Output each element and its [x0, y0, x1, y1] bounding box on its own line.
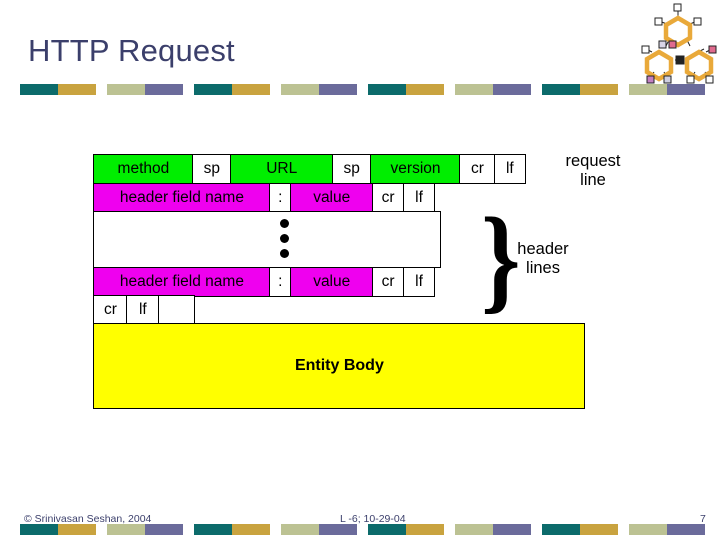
rule-segment-sage — [281, 524, 319, 535]
rule-segment-teal — [542, 84, 580, 95]
cell-sp-2: sp — [331, 154, 372, 185]
cell-header-field-name-first: header field name — [93, 182, 271, 213]
cell-cr-header-last: cr — [371, 266, 405, 297]
ellipsis-dot — [280, 219, 290, 229]
page-title: HTTP Request — [28, 33, 235, 68]
cell-sp-1: sp — [191, 154, 232, 185]
rule-segment-teal — [194, 524, 232, 535]
header-lines-annotation-line2: lines — [526, 259, 560, 277]
cell-ellipsis — [93, 211, 442, 269]
rule-group — [629, 524, 705, 535]
rule-segment-purple — [319, 84, 357, 95]
rule-segment-teal — [368, 524, 406, 535]
rule-group — [368, 84, 444, 95]
cell-cr-request: cr — [459, 154, 496, 185]
rule-segment-sage — [107, 524, 145, 535]
logo-nodes — [641, 3, 717, 84]
cell-cr-terminator: cr — [93, 295, 128, 326]
rule-segment-sage — [281, 84, 319, 95]
rule-group — [542, 84, 618, 95]
rule-segment-sage — [455, 84, 493, 95]
rule-segment-teal — [542, 524, 580, 535]
rule-segment-gold — [232, 84, 270, 95]
rule-segment-purple — [667, 84, 705, 95]
cell-lf-request: lf — [493, 154, 526, 185]
rule-segment-teal — [20, 524, 58, 535]
rule-segment-purple — [667, 524, 705, 535]
cell-version: version — [370, 154, 462, 185]
rule-group — [20, 524, 96, 535]
rule-group — [194, 524, 270, 535]
rule-segment-purple — [145, 84, 183, 95]
rule-group — [455, 84, 531, 95]
cell-lf-terminator: lf — [125, 295, 160, 326]
cell-url: URL — [230, 154, 334, 185]
rule-segment-sage — [455, 524, 493, 535]
cell-cr-header-first: cr — [371, 182, 405, 213]
rule-segment-purple — [319, 524, 357, 535]
rule-segment-gold — [232, 524, 270, 535]
rule-segment-purple — [493, 524, 531, 535]
entity-body-row: Entity Body — [93, 323, 586, 410]
vertical-ellipsis-icon — [280, 219, 290, 259]
rule-group — [629, 84, 705, 95]
logo-hex-rings — [644, 15, 714, 82]
request-line-annotation-line1: request — [565, 152, 621, 170]
rule-segment-sage — [629, 84, 667, 95]
rule-segment-gold — [58, 84, 96, 95]
rule-segment-sage — [629, 524, 667, 535]
footer-copyright: © Srinivasan Seshan, 2004 — [24, 513, 152, 525]
rule-segment-gold — [580, 84, 618, 95]
ellipsis-dot — [280, 249, 290, 259]
rule-segment-purple — [145, 524, 183, 535]
decorative-rule-bottom — [20, 524, 705, 535]
cell-value-first: value — [290, 182, 374, 213]
request-line-annotation-line2: line — [580, 171, 606, 189]
rule-group — [281, 84, 357, 95]
rule-segment-gold — [406, 524, 444, 535]
rule-segment-teal — [20, 84, 58, 95]
cell-lf-header-first: lf — [403, 182, 436, 213]
rule-segment-sage — [107, 84, 145, 95]
rule-group — [368, 524, 444, 535]
rule-group — [281, 524, 357, 535]
request-line-annotation: request line — [548, 152, 638, 190]
header-line-row-last: header field name : value cr lf — [93, 266, 585, 297]
cell-method: method — [93, 154, 194, 185]
cell-value-last: value — [290, 266, 374, 297]
rule-segment-gold — [58, 524, 96, 535]
header-lines-ellipsis-row — [93, 211, 585, 269]
decorative-rule-top — [20, 84, 705, 95]
footer-page-number: 7 — [700, 513, 706, 525]
cell-colon-last: : — [268, 266, 292, 297]
header-lines-brace: } — [481, 193, 521, 324]
rule-group — [107, 84, 183, 95]
request-line-row: method sp URL sp version cr lf — [93, 154, 585, 185]
rule-segment-teal — [194, 84, 232, 95]
rule-segment-purple — [493, 84, 531, 95]
cell-lf-header-last: lf — [403, 266, 436, 297]
cell-header-field-name-last: header field name — [93, 266, 271, 297]
rule-segment-teal — [368, 84, 406, 95]
footer-lecture-info: L -6; 10-29-04 — [340, 513, 406, 525]
hexagon-network-logo — [641, 3, 717, 84]
cell-entity-body: Entity Body — [93, 323, 586, 410]
header-line-row-first: header field name : value cr lf — [93, 182, 585, 213]
header-lines-annotation-line1: header — [517, 240, 569, 258]
header-lines-annotation: header lines — [500, 240, 586, 278]
rule-group — [542, 524, 618, 535]
rule-group — [20, 84, 96, 95]
rule-group — [455, 524, 531, 535]
rule-group — [107, 524, 183, 535]
cell-terminator-pad — [158, 295, 196, 326]
rule-segment-gold — [580, 524, 618, 535]
ellipsis-dot — [280, 234, 290, 244]
cell-colon-first: : — [268, 182, 292, 213]
rule-group — [194, 84, 270, 95]
http-request-structure-diagram: method sp URL sp version cr lf header fi… — [93, 154, 586, 410]
rule-segment-gold — [406, 84, 444, 95]
